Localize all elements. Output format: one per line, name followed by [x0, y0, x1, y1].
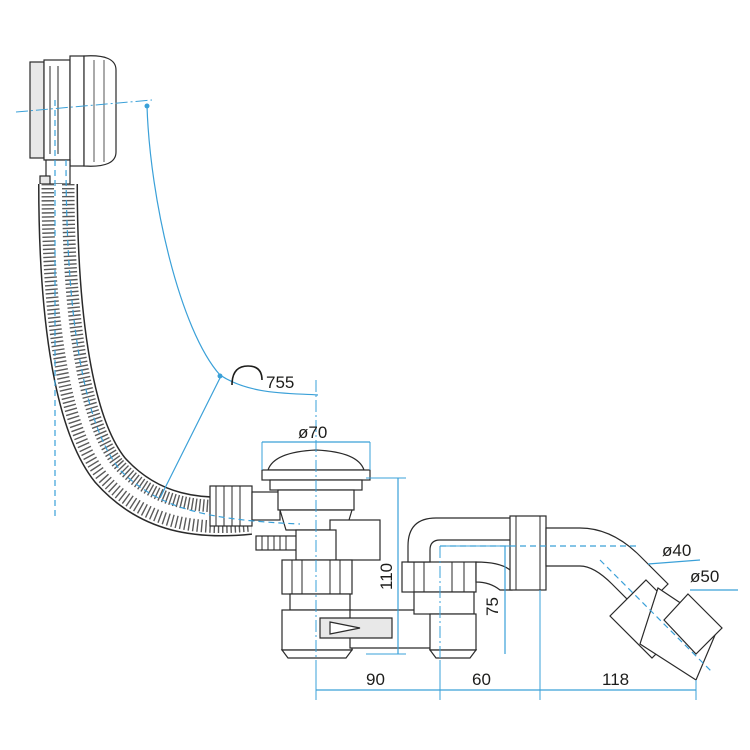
bend-radius-label: 755	[266, 373, 294, 392]
outlet-nut	[401, 561, 478, 659]
width-a-label: 90	[366, 670, 385, 689]
height-total-label: 110	[377, 563, 396, 590]
dimension-lines	[15, 99, 738, 700]
width-c-label: 118	[602, 670, 629, 689]
trap-body	[280, 559, 441, 659]
width-b-label: 60	[472, 670, 491, 689]
outlet-diameter-label: ø70	[298, 423, 327, 442]
trap-height-label: 75	[483, 597, 502, 616]
pipe-diameter-small-label: ø40	[662, 541, 691, 560]
flexible-hose	[38, 183, 252, 537]
outlet-spigot	[609, 579, 723, 681]
hose-connector-nut	[209, 485, 281, 527]
overflow-head	[29, 55, 117, 185]
arc-bend-icon	[231, 365, 263, 386]
pipe-diameter-large-label: ø50	[690, 567, 719, 586]
